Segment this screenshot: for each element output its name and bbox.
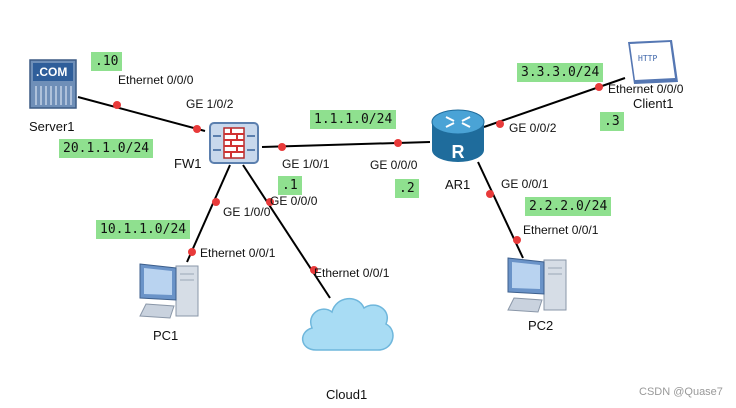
interface-label: Ethernet 0/0/0 [608, 82, 684, 96]
server-badge-text: .COM [36, 65, 68, 79]
device-label-cloud1: Cloud1 [326, 387, 368, 402]
watermark: CSDN @Quase7 [639, 386, 723, 398]
port-dot [188, 248, 196, 256]
link-fw1-ar1 [261, 141, 431, 148]
port-dot [212, 198, 220, 206]
device-label-pc1: PC1 [153, 328, 179, 343]
interface-label: Ethernet 0/0/1 [523, 223, 599, 237]
port-dot [486, 190, 494, 198]
interface-label: Ethernet 0/0/1 [314, 266, 390, 280]
port-dot [266, 198, 274, 206]
client-badge-text: HTTP [638, 54, 658, 63]
device-label-fw1: FW1 [174, 156, 202, 171]
interface-label: Ethernet 0/0/1 [200, 246, 276, 260]
port-dot [496, 120, 504, 128]
host-id-client: .3 [600, 112, 624, 131]
device-label-client1: Client1 [633, 96, 674, 111]
port-dot [193, 125, 201, 133]
network-label-fw-ar: 1.1.1.0/24 [310, 110, 397, 129]
port-dot [595, 83, 603, 91]
link-fw1-pc1 [186, 164, 231, 263]
device-label-pc2: PC2 [528, 318, 554, 333]
interface-label: Ethernet 0/0/0 [118, 73, 194, 87]
network-label-client: 3.3.3.0/24 [517, 63, 604, 82]
host-id-server: .10 [91, 52, 123, 71]
firewall-icon[interactable] [206, 120, 262, 166]
interface-label: GE 0/0/1 [501, 177, 549, 191]
server-icon[interactable]: .COM [28, 58, 78, 110]
link-server1-fw1 [77, 96, 206, 132]
network-label-pc2: 2.2.2.0/24 [525, 197, 612, 216]
link-fw1-cloud1 [242, 164, 331, 299]
host-id-ar: .2 [395, 179, 419, 198]
interface-label: GE 0/0/2 [509, 121, 557, 135]
pc-icon[interactable] [506, 254, 572, 316]
port-dot [278, 143, 286, 151]
device-label-server1: Server1 [29, 119, 75, 134]
interface-label: GE 1/0/1 [282, 157, 330, 171]
interface-label: GE 1/0/0 [223, 205, 271, 219]
device-label-ar1: AR1 [445, 177, 471, 192]
client-icon[interactable]: HTTP [622, 38, 680, 86]
interface-label: GE 1/0/2 [186, 97, 234, 111]
network-label-pc1: 10.1.1.0/24 [96, 220, 191, 239]
host-id-fw: .1 [278, 176, 302, 195]
port-dot [113, 101, 121, 109]
pc-icon[interactable] [138, 260, 204, 322]
port-dot [513, 236, 521, 244]
interface-label: GE 0/0/0 [370, 158, 418, 172]
interface-label: GE 0/0/0 [270, 194, 318, 208]
network-label-server: 20.1.1.0/24 [59, 139, 154, 158]
router-icon[interactable]: R [428, 108, 488, 164]
cloud-icon[interactable] [296, 290, 398, 358]
svg-text:R: R [452, 142, 465, 162]
port-dot [394, 139, 402, 147]
port-dot [310, 266, 318, 274]
